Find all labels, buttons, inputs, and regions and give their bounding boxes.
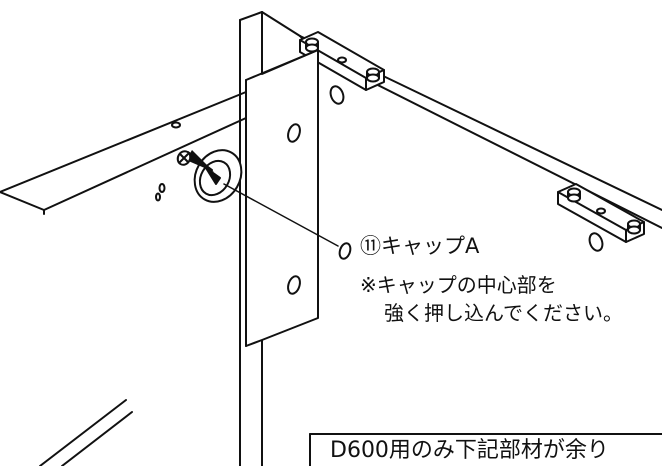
hole — [329, 85, 345, 105]
leader-line — [338, 242, 352, 260]
part-label-cap-a: ⑪キャップA — [360, 234, 480, 258]
hole — [155, 192, 161, 202]
instruction-note: 強く押し込んでください。 — [384, 301, 623, 325]
cap-a — [193, 149, 243, 203]
screw-head — [305, 37, 319, 53]
notice-box-text: D600用のみ下記部材が余り — [330, 438, 609, 463]
hole — [588, 232, 604, 252]
shelf-board — [0, 91, 247, 215]
insert-arrow — [186, 150, 214, 172]
hole — [287, 275, 301, 295]
hole — [171, 121, 181, 129]
side-panel — [245, 49, 319, 347]
hole — [287, 123, 301, 143]
notice-box — [309, 433, 662, 467]
screw-head — [567, 187, 581, 203]
screw-head — [627, 219, 641, 235]
lower-board — [39, 399, 133, 467]
hole — [158, 183, 166, 193]
screw-head — [366, 67, 380, 83]
leader-line — [223, 183, 339, 247]
instruction-note: ※キャップの中心部を — [360, 273, 557, 297]
screw-head — [176, 150, 192, 166]
